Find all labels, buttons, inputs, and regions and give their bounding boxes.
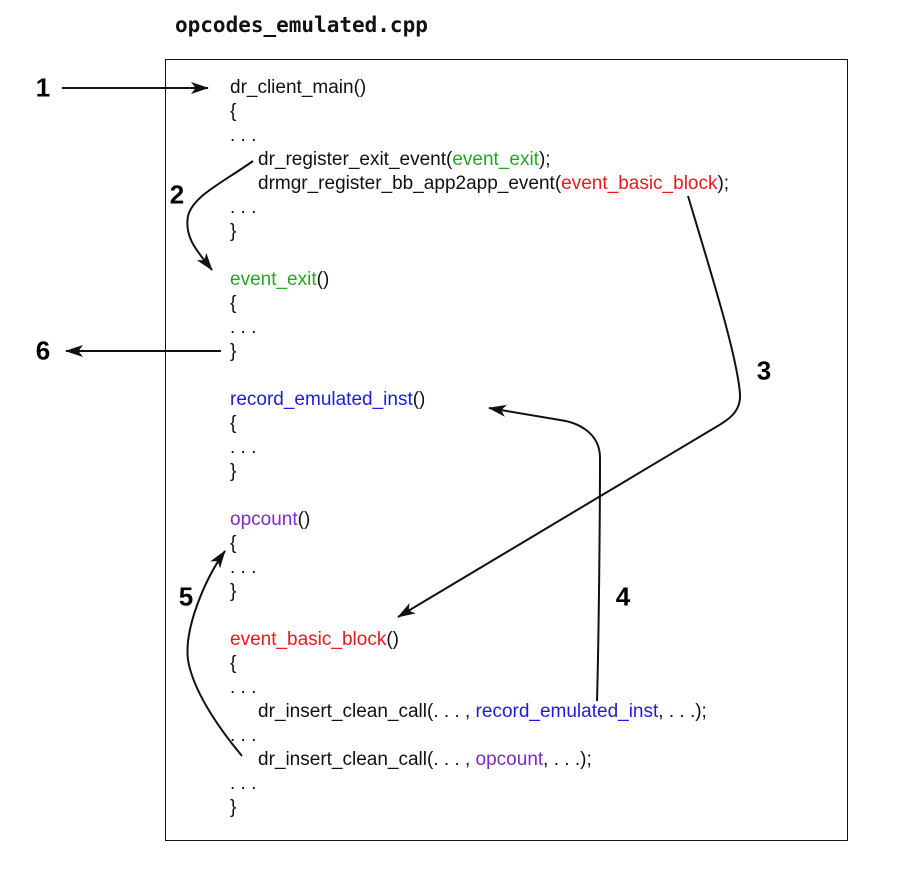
code-line [230, 244, 729, 268]
code-token: drmgr_register_bb_app2app_event( [258, 173, 562, 194]
code-line: { [230, 292, 729, 316]
code-line: } [230, 580, 729, 604]
code-token: event_basic_block [561, 173, 718, 194]
code-token: dr_insert_clean_call(. . . , [258, 749, 476, 770]
code-line [230, 604, 729, 628]
code-line: dr_client_main() [230, 76, 729, 100]
code-token: () [412, 389, 426, 410]
code-token: . . . [230, 773, 257, 794]
code-token: { [230, 101, 237, 122]
code-token: event_exit [452, 149, 539, 170]
code-line: { [230, 532, 729, 556]
code-line: } [230, 340, 729, 364]
code-line: { [230, 652, 729, 676]
code-token: . . . [230, 125, 257, 146]
code-line: } [230, 220, 729, 244]
code-token: { [230, 533, 237, 554]
code-token: ); [717, 173, 730, 194]
code-token: record_emulated_inst [475, 701, 659, 722]
code-line: record_emulated_inst() [230, 388, 729, 412]
code-token: . . . [230, 725, 257, 746]
arrow-label-5: 5 [178, 581, 194, 612]
code-line: dr_insert_clean_call(. . . , opcount, . … [230, 748, 729, 772]
code-token: { [230, 413, 237, 434]
code-token: ); [538, 149, 551, 170]
code-token: record_emulated_inst [230, 389, 413, 410]
code-token: . . . [230, 677, 257, 698]
code-line: . . . [230, 556, 729, 580]
code-token: . . . [230, 317, 257, 338]
code-token: } [230, 221, 237, 242]
code-token: () [297, 509, 311, 530]
arrow-label-6: 6 [35, 335, 51, 366]
code-token: } [230, 581, 237, 602]
code-line: } [230, 460, 729, 484]
code-line: { [230, 412, 729, 436]
code-token: opcount [475, 749, 544, 770]
code-token: . . . [230, 557, 257, 578]
code-token: event_basic_block [230, 629, 387, 650]
file-title: opcodes_emulated.cpp [175, 13, 428, 37]
code-line: . . . [230, 124, 729, 148]
arrow-label-3: 3 [756, 355, 772, 386]
code-token: dr_insert_clean_call(. . . , [258, 701, 476, 722]
code-line: . . . [230, 316, 729, 340]
arrow-label-2: 2 [169, 179, 185, 210]
code-token: { [230, 293, 237, 314]
code-line: . . . [230, 676, 729, 700]
code-token: event_exit [230, 269, 317, 290]
arrow-label-1: 1 [35, 72, 51, 103]
code-line: . . . [230, 724, 729, 748]
code-line: . . . [230, 772, 729, 796]
code-token: () [316, 269, 330, 290]
code-token: { [230, 653, 237, 674]
code-line: } [230, 796, 729, 820]
code-line: dr_register_exit_event(event_exit); [230, 148, 729, 172]
code-token: dr_client_main() [230, 77, 367, 98]
code-line [230, 484, 729, 508]
code-token: . . . [230, 437, 257, 458]
code-token: , . . .); [543, 749, 592, 770]
code-token: , . . .); [658, 701, 707, 722]
code-token: } [230, 461, 237, 482]
code-line: opcount() [230, 508, 729, 532]
code-token: } [230, 341, 237, 362]
code-line: . . . [230, 436, 729, 460]
code-token: opcount [230, 509, 298, 530]
code-token: . . . [230, 197, 257, 218]
arrow-label-4: 4 [615, 581, 631, 612]
code-line: { [230, 100, 729, 124]
code-line: . . . [230, 196, 729, 220]
code-token: dr_register_exit_event( [258, 149, 453, 170]
code-token: } [230, 797, 237, 818]
code-line: event_basic_block() [230, 628, 729, 652]
code-line: drmgr_register_bb_app2app_event(event_ba… [230, 172, 729, 196]
code-line: dr_insert_clean_call(. . . , record_emul… [230, 700, 729, 724]
code-token: () [386, 629, 399, 650]
code-line [230, 364, 729, 388]
code-listing: dr_client_main(){. . .dr_register_exit_e… [230, 76, 729, 820]
code-line: event_exit() [230, 268, 729, 292]
